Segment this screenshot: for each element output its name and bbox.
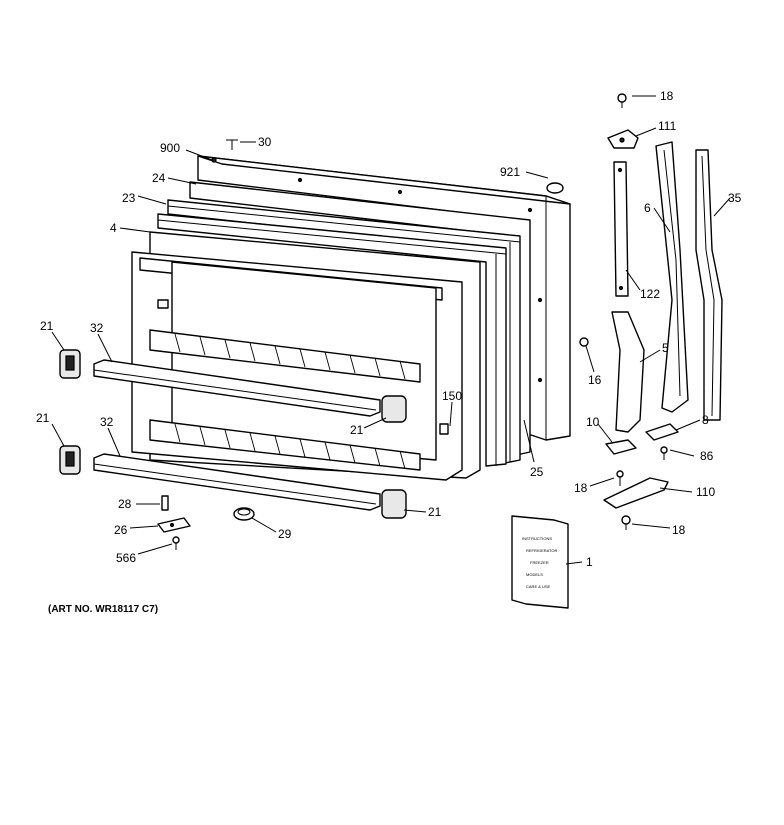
hinge-cover-111	[607, 129, 639, 149]
manual-line-1: INSTRUCTIONS	[522, 536, 552, 541]
handle-trim-35	[695, 149, 723, 421]
callout-35: 35	[728, 191, 742, 205]
shelf-bar-lower	[93, 453, 381, 511]
manual-line-4: MODELS	[526, 572, 543, 577]
callout-26: 26	[114, 523, 128, 537]
callout-921: 921	[500, 165, 520, 179]
callout-labels: 18 111 30 900 921 24 23 6 35 4 122 21 32…	[36, 89, 742, 569]
manual-line-3: FREEZER	[530, 560, 549, 565]
shim-10	[605, 439, 637, 455]
screw-30	[226, 139, 238, 150]
bracket-8	[645, 423, 679, 441]
screw-16	[579, 337, 589, 347]
hinge-5	[611, 311, 645, 433]
outer-door-panel	[197, 155, 571, 441]
callout-24: 24	[152, 171, 166, 185]
callout-18-top: 18	[660, 89, 674, 103]
callout-30: 30	[258, 135, 272, 149]
end-cap-upper-right	[381, 395, 407, 423]
shelf-bar-upper	[93, 359, 381, 417]
screw-18-mid	[616, 470, 624, 486]
leader-lines	[51, 95, 731, 565]
callout-32-lower: 32	[100, 415, 114, 429]
callout-21-upper-right: 21	[350, 423, 364, 437]
hinge-110	[603, 477, 669, 509]
callout-6: 6	[644, 201, 651, 215]
screw-18-bottom	[621, 515, 631, 530]
hinge-bar-122	[613, 161, 629, 297]
art-number-caption: (ART NO. WR18117 C7)	[48, 604, 158, 615]
manual-line-2: REFRIGERATOR	[526, 548, 558, 553]
screw-18-top	[617, 93, 627, 108]
door-handle-6	[655, 141, 689, 413]
callout-25: 25	[530, 465, 544, 479]
end-cap-lower-left	[59, 445, 81, 475]
callout-111: 111	[658, 119, 677, 133]
screw-28	[161, 495, 169, 511]
callout-900: 900	[160, 141, 180, 155]
callout-21-lower-left: 21	[36, 411, 50, 425]
callout-23: 23	[122, 191, 136, 205]
screw-566	[172, 536, 180, 550]
callout-18-bottom: 18	[672, 523, 686, 537]
callout-122: 122	[640, 287, 660, 301]
callout-8: 8	[702, 413, 709, 427]
screw-86	[660, 446, 668, 460]
callout-86: 86	[700, 449, 714, 463]
callout-10: 10	[586, 415, 600, 429]
inner-door-liner	[131, 231, 481, 481]
callout-5: 5	[662, 341, 669, 355]
callout-21-upper-left: 21	[40, 319, 54, 333]
door-gasket	[157, 181, 531, 467]
end-cap-lower-right	[381, 489, 407, 519]
callout-28: 28	[118, 497, 132, 511]
callout-110: 110	[696, 485, 715, 499]
end-cap-upper-left	[59, 349, 81, 379]
callout-18-mid: 18	[574, 481, 588, 495]
callout-21-lower-right: 21	[428, 505, 442, 519]
callout-16: 16	[588, 373, 602, 387]
manual-line-5: CARE & USE	[526, 584, 551, 589]
callout-1: 1	[586, 555, 593, 569]
callout-150: 150	[442, 389, 462, 403]
callout-32-upper: 32	[90, 321, 104, 335]
plug-29	[233, 507, 255, 521]
bracket-26	[157, 517, 191, 533]
callout-566: 566	[116, 551, 136, 565]
callout-4: 4	[110, 221, 117, 235]
instruction-booklet: INSTRUCTIONS REFRIGERATOR FREEZER MODELS…	[511, 515, 569, 609]
callout-29: 29	[278, 527, 292, 541]
